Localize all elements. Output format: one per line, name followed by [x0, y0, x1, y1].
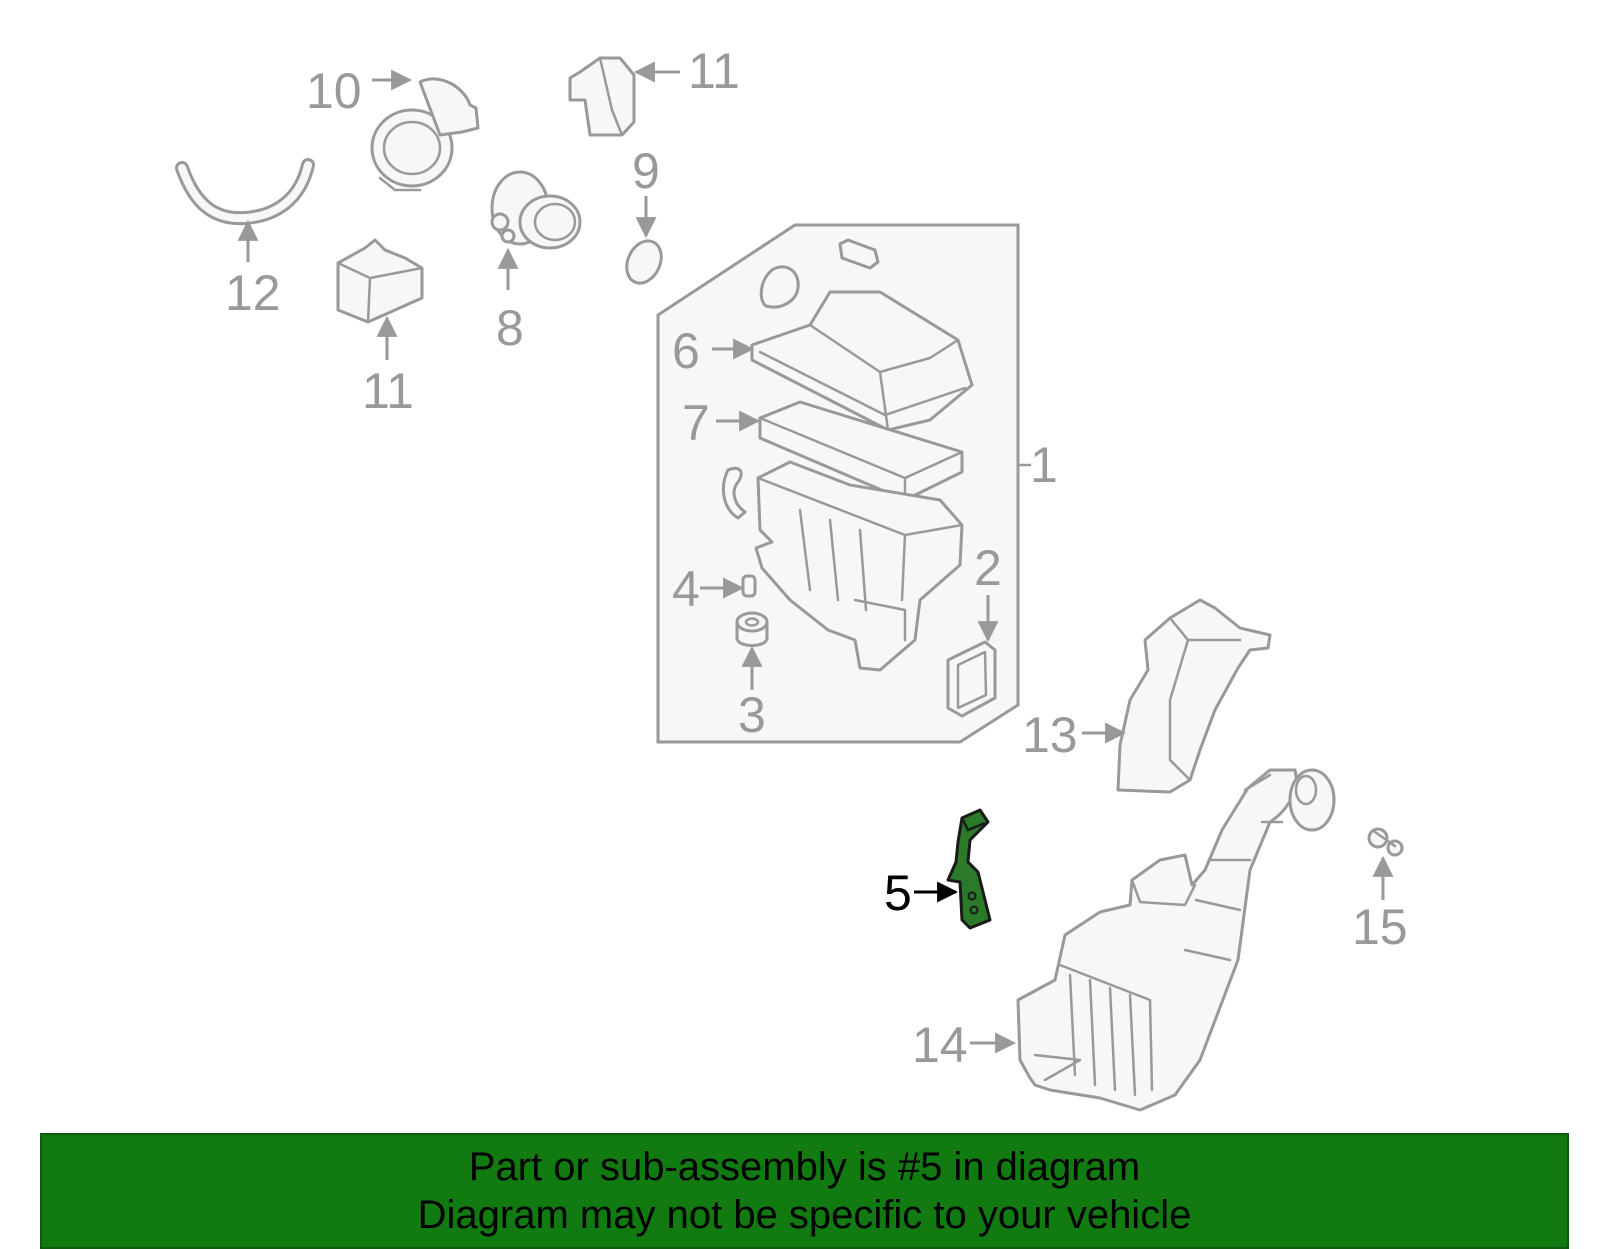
callout-3: 3 — [738, 687, 766, 743]
callout-11-top: 11 — [688, 43, 740, 99]
callout-labels: 10 11 12 11 8 9 6 7 1 4 2 3 13 5 14 15 — [225, 43, 1408, 1073]
part-5-bracket-highlighted[interactable] — [946, 808, 992, 930]
part-1-lower-housing[interactable] — [721, 460, 964, 672]
part-3-mount-insulator[interactable] — [735, 611, 769, 647]
callout-11-lower: 11 — [362, 363, 414, 419]
callout-5: 5 — [884, 865, 912, 921]
parts-diagram: 10 11 12 11 8 9 6 7 1 4 2 3 13 5 14 15 — [175, 43, 1408, 1112]
banner-line-2: Diagram may not be specific to your vehi… — [417, 1193, 1192, 1237]
part-8-resonator[interactable] — [490, 170, 582, 250]
callout-10: 10 — [306, 63, 362, 119]
part-15-clip[interactable] — [1367, 827, 1404, 857]
part-11-bracket-lower[interactable] — [336, 238, 424, 324]
callout-8: 8 — [496, 300, 524, 356]
banner-line-1: Part or sub-assembly is #5 in diagram — [468, 1145, 1141, 1189]
callout-4: 4 — [672, 561, 700, 617]
leader-arrows — [237, 61, 1394, 1054]
part-7-filter-element[interactable] — [758, 400, 964, 502]
part-cap — [759, 238, 880, 309]
part-14-intake-duct-assembly[interactable] — [1016, 768, 1336, 1112]
part-9-o-ring[interactable] — [620, 235, 668, 288]
callout-9: 9 — [632, 143, 660, 199]
part-6-upper-cover[interactable] — [750, 290, 974, 432]
callout-12: 12 — [225, 265, 281, 321]
info-banner: Part or sub-assembly is #5 in diagram Di… — [40, 1133, 1569, 1249]
part-12-breather-hose[interactable] — [175, 158, 315, 226]
callout-1: 1 — [1030, 437, 1058, 493]
part-4-grommet[interactable] — [741, 574, 757, 598]
callout-6: 6 — [672, 323, 700, 379]
part-13-air-duct[interactable] — [1116, 598, 1272, 794]
part-11-cover-top[interactable] — [568, 56, 636, 137]
callout-13: 13 — [1022, 707, 1078, 763]
callout-14: 14 — [912, 1017, 968, 1073]
part-2-seal[interactable] — [946, 640, 997, 718]
callout-7: 7 — [682, 395, 710, 451]
part-10-airflow-sensor[interactable] — [370, 77, 480, 192]
callout-2: 2 — [974, 540, 1002, 596]
callout-15: 15 — [1352, 899, 1408, 955]
